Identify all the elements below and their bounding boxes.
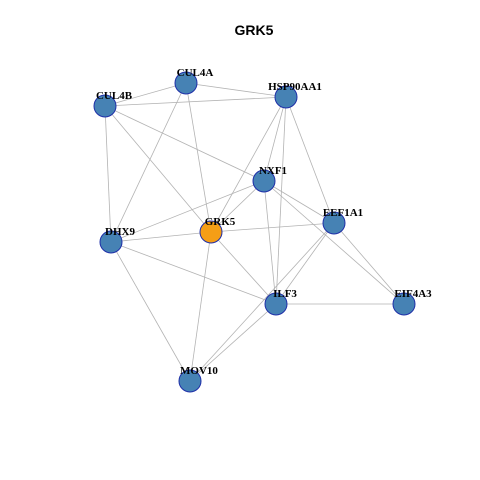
node-label-ilf3: ILF3 [273,288,297,300]
node-label-eif4a3: EIF4A3 [394,288,432,300]
node-circle-mov10 [178,369,202,393]
node-label-cul4a: CUL4A [177,67,214,79]
node-label-dhx9: DHX9 [105,226,135,238]
node-dhx9: DHX9 [99,226,135,254]
edge-dhx9-ilf3 [110,241,277,305]
edge-cul4b-hsp90aa1 [104,96,287,107]
node-label-nxf1: NXF1 [259,165,287,177]
edge-ilf3-mov10 [189,303,277,382]
edge-hsp90aa1-ilf3 [275,96,287,305]
node-hsp90aa1: HSP90AA1 [268,81,322,109]
edge-hsp90aa1-eef1a1 [285,96,335,224]
edge-cul4a-cul4b [104,82,187,107]
edge-eef1a1-grk5 [210,222,335,233]
node-eif4a3: EIF4A3 [392,288,432,316]
node-label-cul4b: CUL4B [96,90,133,102]
edge-cul4a-hsp90aa1 [185,82,287,98]
node-label-mov10: MOV10 [180,365,218,377]
node-label-hsp90aa1: HSP90AA1 [268,81,322,93]
edge-cul4a-grk5 [185,82,212,233]
edge-nxf1-dhx9 [110,180,265,243]
edge-nxf1-eif4a3 [263,180,405,305]
node-circle-eif4a3 [392,292,416,316]
edge-grk5-mov10 [189,231,212,382]
edge-hsp90aa1-grk5 [210,96,287,233]
node-circle-grk5 [199,220,223,244]
edge-cul4b-nxf1 [104,105,265,182]
edge-cul4b-dhx9 [104,105,112,243]
node-circle-cul4a [174,71,198,95]
edge-dhx9-mov10 [110,241,191,382]
node-label-eef1a1: EEF1A1 [323,207,363,219]
chart-title: GRK5 [235,22,274,38]
edge-hsp90aa1-nxf1 [263,96,287,182]
node-circle-ilf3 [264,292,288,316]
edge-cul4a-dhx9 [110,82,187,243]
node-grk5: GRK5 [199,216,236,244]
node-circle-eef1a1 [322,211,346,235]
node-mov10: MOV10 [178,365,218,393]
edge-grk5-ilf3 [210,231,277,305]
node-cul4a: CUL4A [174,67,214,95]
edge-nxf1-grk5 [210,180,265,233]
node-cul4b: CUL4B [93,90,133,118]
edge-eef1a1-eif4a3 [333,222,405,305]
node-circle-cul4b [93,94,117,118]
node-eef1a1: EEF1A1 [322,207,363,235]
node-nxf1: NXF1 [252,165,287,193]
edges-layer [104,82,405,382]
node-ilf3: ILF3 [264,288,297,316]
node-circle-hsp90aa1 [274,85,298,109]
edge-nxf1-eef1a1 [263,180,335,224]
edge-eef1a1-ilf3 [275,222,335,305]
node-circle-nxf1 [252,169,276,193]
edge-eef1a1-mov10 [189,222,335,382]
node-label-grk5: GRK5 [205,216,236,228]
edge-cul4b-grk5 [104,105,212,233]
node-circle-dhx9 [99,230,123,254]
edge-nxf1-ilf3 [263,180,277,305]
edge-dhx9-grk5 [110,231,212,243]
